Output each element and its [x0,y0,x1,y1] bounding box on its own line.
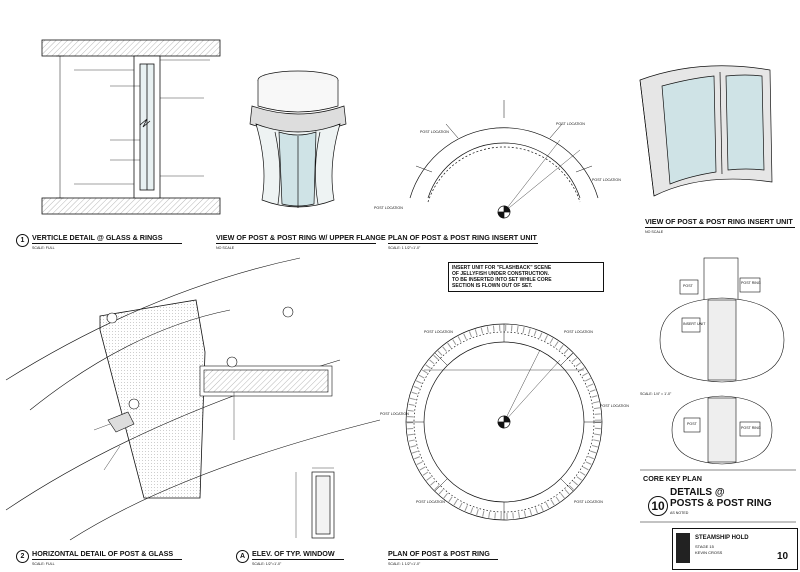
title-block: STEAMSHIP HOLD STAGE 15 KEVIN CROSS 10 [672,528,798,570]
insert-unit-note: INSERT UNIT FOR "FLASHBACK" SCENE OF JEL… [448,262,604,292]
title-underline [388,559,498,560]
title-block-sheet-number: 10 [777,551,789,562]
post-label: POST [687,422,697,426]
note-line: INSERT UNIT FOR "FLASHBACK" SCENE [452,265,552,271]
insert-unit-view [639,65,773,197]
logo-mark [676,533,690,563]
view-number-bubble: 2 [16,550,29,563]
post-ring-label: POST RING [741,426,761,430]
post-location-label: POST LOCATION [374,206,403,210]
view-scale: SCALE: 1 1/2"=1'-0" [388,246,421,250]
post-location-label: POST LOCATION [564,330,593,334]
project-name: STEAMSHIP HOLD [695,535,749,541]
view-title: PLAN OF POST & POST RING INSERT UNIT [388,233,537,242]
window-elevation [295,467,335,539]
post-location-label: POST LOCATION [420,130,449,134]
view-scale: NO SCALE [216,246,235,250]
designer-name: KEVIN CROSS [695,550,723,555]
title-underline [252,559,344,560]
core-scale-label: SCALE: 1/4" = 1'-0" [640,392,672,396]
title-underline [32,559,182,560]
post-ring-flange-view [249,70,347,208]
vertical-detail-drawing [41,39,221,215]
insert-unit-label: INSERT UNIT [683,322,706,326]
insert-unit-plan [409,100,599,219]
view-title: ELEV. OF TYP. WINDOW [252,549,335,558]
view-number-bubble: 1 [16,234,29,247]
post-location-label: POST LOCATION [424,330,453,334]
post-location-label: POST LOCATION [600,404,629,408]
title-underline [32,243,182,244]
view-number-bubble: A [236,550,249,563]
title-underline [388,243,538,244]
view-title: PLAN OF POST & POST RING [388,549,490,558]
view-scale: SCALE: FULL [32,562,55,566]
post-ring-label: POST RING [741,281,761,285]
post-location-label: POST LOCATION [380,412,409,416]
view-title: VERTICLE DETAIL @ GLASS & RINGS [32,233,163,242]
view-title: VIEW OF POST & POST RING W/ UPPER FLANGE [216,233,386,242]
note-line: TO BE INSERTED INTO SET WHILE CORE [452,277,552,283]
view-scale: NO SCALE [645,230,664,234]
view-title: HORIZONTAL DETAIL OF POST & GLASS [32,549,174,558]
stage-name: STAGE 15 [695,544,714,549]
title-underline [216,243,376,244]
note-line: SECTION IS FLOWN OUT OF SET. [452,283,533,289]
view-scale: SCALE: FULL [32,246,55,250]
post-location-label: POST LOCATION [574,500,603,504]
title-underline [645,227,795,228]
view-title: CORE KEY PLAN [643,474,702,483]
sheet-title-line1: DETAILS @ [670,487,725,498]
core-key-plan [659,257,785,465]
note-line: OF JELLYFISH UNDER CONSTRUCTION. [452,271,550,277]
post-location-label: POST LOCATION [416,500,445,504]
horizontal-detail-drawing [5,257,381,541]
sheet-scale: AS NOTED [670,511,689,515]
post-ring-plan [405,323,603,521]
post-location-label: POST LOCATION [556,122,585,126]
sheet-number-bubble: 10 [648,496,668,516]
view-title: VIEW OF POST & POST RING INSERT UNIT [645,217,793,226]
post-label: POST [683,284,693,288]
view-scale: SCALE: 1 1/2"=1'-0" [388,562,421,566]
sheet-title-line2: POSTS & POST RING [670,498,772,509]
view-scale: SCALE: 1/2"=1'-0" [252,562,282,566]
post-location-label: POST LOCATION [592,178,621,182]
